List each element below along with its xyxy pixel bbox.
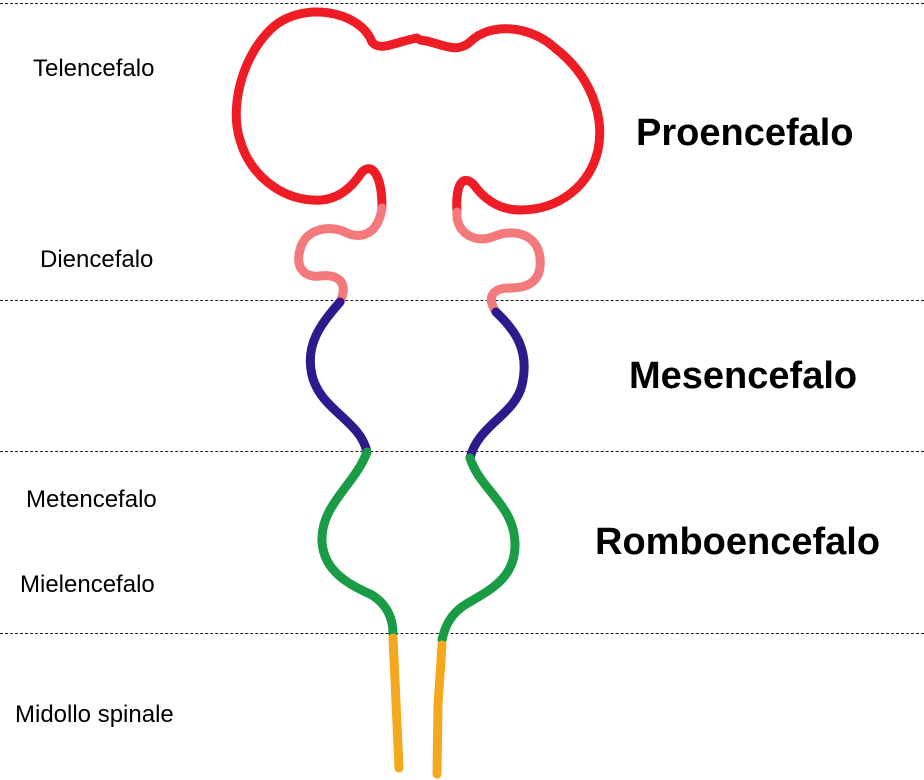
- mielencefalo-label: Mielencefalo: [20, 571, 155, 598]
- diencefalo-label: Diencefalo: [40, 246, 154, 273]
- telencephalon-wall-left: [231, 7, 422, 213]
- romboencefalo-midollo-boundary: [0, 633, 924, 634]
- mesencefalo-label: Mesencefalo: [629, 355, 858, 397]
- spinal-cord-wall-right: [432, 640, 447, 779]
- romboencefalo-label: Romboencefalo: [595, 521, 881, 563]
- rhombencephalon-wall-right: [437, 453, 520, 645]
- diencephalon-wall-right: [452, 207, 545, 317]
- spinal-cord-wall-left: [388, 633, 404, 773]
- telencephalon-wall-right: [415, 24, 605, 217]
- top-boundary-line: [0, 3, 924, 4]
- midollo-spinale-label: Midollo spinale: [15, 701, 174, 728]
- diencephalon-wall-left: [294, 203, 387, 307]
- proencefalo-mesencefalo-boundary: [0, 300, 924, 301]
- mesencephalon-wall-left: [305, 297, 372, 457]
- metencefalo-label: Metencefalo: [26, 486, 157, 513]
- telencefalo-label: Telencefalo: [33, 55, 155, 82]
- rhombencephalon-wall-left: [317, 447, 398, 639]
- mesencephalon-wall-right: [465, 307, 529, 463]
- mesencefalo-romboencefalo-boundary: [0, 451, 924, 452]
- proencefalo-label: Proencefalo: [636, 112, 854, 154]
